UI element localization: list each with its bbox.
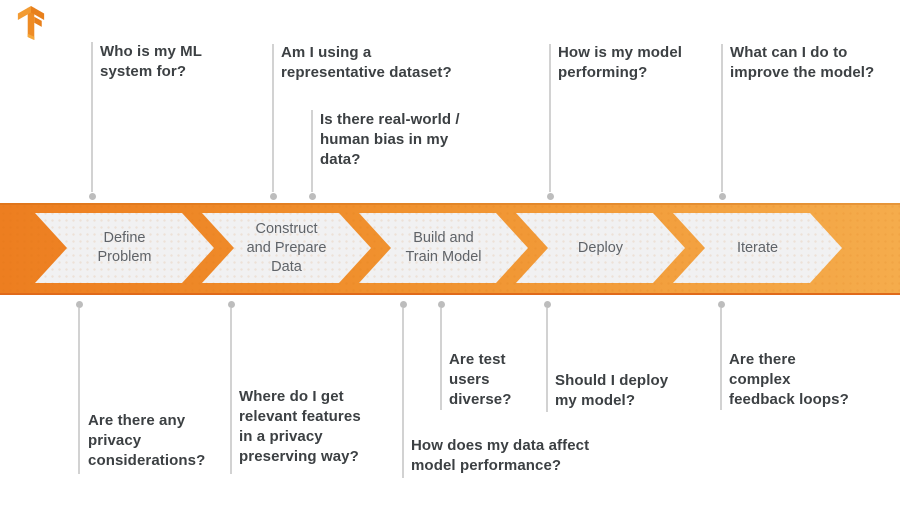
connector-line: [440, 308, 442, 410]
connector-dot: [88, 192, 96, 200]
process-band: [0, 203, 900, 295]
connector-line: [546, 308, 548, 412]
stage-label-deploy: Deploy: [577, 239, 624, 256]
stage-chevron-deploy: [516, 213, 685, 283]
connector-line: [272, 44, 274, 192]
question-representative-dataset: Am I using a representative dataset?: [281, 44, 452, 81]
connector-line: [720, 308, 722, 410]
question-should-i-deploy: Should I deploy my model?: [555, 372, 669, 409]
connector-line: [549, 44, 551, 192]
question-privacy-considerations: Are there any privacy considerations?: [88, 412, 206, 469]
connector-dot: [308, 192, 316, 200]
stage-chevron-construct-prepare-data: [202, 213, 371, 283]
question-privacy-preserving-features: Where do I get relevant features in a pr…: [239, 388, 361, 465]
connector-dot: [269, 192, 277, 200]
connector-dot: [543, 300, 551, 308]
connector-line: [311, 110, 313, 192]
connector-dot: [227, 300, 235, 308]
question-feedback-loops: Are there complex feedback loops?: [729, 351, 849, 408]
stage-label-iterate: Iterate: [736, 239, 779, 256]
connector-line: [91, 42, 93, 192]
tensorflow-logo-icon: [17, 6, 45, 40]
stage-label-build-train-model: Build and Train Model: [405, 230, 482, 265]
question-real-world-bias: Is there real-world / human bias in my d…: [320, 111, 460, 168]
connector-line: [402, 308, 404, 478]
stage-label-construct-prepare-data: Construct and Prepare Data: [246, 220, 327, 275]
connector-line: [721, 44, 723, 192]
stage-chevron-build-train-model: [359, 213, 528, 283]
question-test-users-diverse: Are test users diverse?: [449, 351, 512, 408]
connector-line: [78, 308, 80, 474]
question-data-affect-performance: How does my data affect model performanc…: [411, 437, 590, 474]
connector-dot: [717, 300, 725, 308]
stage-label-define-problem: Define Problem: [97, 230, 152, 265]
connector-dot: [546, 192, 554, 200]
connector-dot: [718, 192, 726, 200]
chevron-shapes: [35, 213, 842, 283]
question-model-performing: How is my model performing?: [558, 44, 683, 81]
connector-dot: [75, 300, 83, 308]
question-who-is-ml-system-for: Who is my ML system for?: [100, 43, 203, 80]
question-improve-model: What can I do to improve the model?: [730, 44, 875, 81]
connector-dot: [437, 300, 445, 308]
connector-dot: [399, 300, 407, 308]
connector-line: [230, 308, 232, 474]
stage-chevron-define-problem: [35, 213, 214, 283]
stage-chevron-iterate: [673, 213, 842, 283]
